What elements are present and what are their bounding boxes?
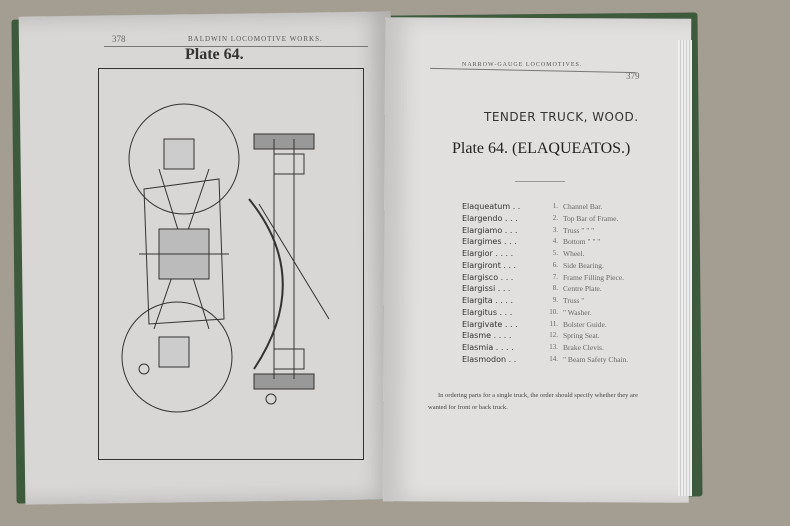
part-row: Elargitus . . . 10. " Washer. [462, 307, 628, 319]
part-code: Elargimes . . . [462, 237, 517, 247]
part-code: Elasmia . . . . [462, 343, 514, 352]
part-code: Elargendo . . . [462, 213, 518, 223]
part-code: Elargivate . . . [462, 319, 518, 329]
part-num: 12. [549, 331, 558, 340]
part-code: Elargior . . . . [462, 249, 514, 258]
part-num: 13. [549, 343, 558, 351]
part-row: Elargisco . . . 7. Frame Filling Piece. [462, 272, 628, 284]
part-num: 4. [552, 237, 558, 246]
part-row: Elargendo . . . 2. Top Bar of Frame. [462, 213, 628, 225]
part-desc: Side Bearing. [563, 260, 604, 270]
part-desc: " Washer. [563, 307, 592, 317]
part-code: Elargita . . . . [462, 296, 514, 305]
part-code: Elargissi . . . [462, 284, 511, 294]
part-desc: Channel Bar. [563, 202, 603, 211]
part-row: Elaqueatum . . 1. Channel Bar. [462, 201, 628, 213]
part-row: Elasmia . . . . 13. Brake Clevis. [462, 342, 628, 354]
section-title: TENDER TRUCK, WOOD. [484, 110, 639, 124]
part-code: Elasmodon . . [462, 354, 517, 364]
part-desc: Spring Seat. [563, 331, 600, 341]
part-desc: Bolster Guide. [563, 319, 607, 329]
right-running-head: NARROW-GAUGE LOCOMOTIVES. [462, 62, 583, 68]
tender-truck-drawing [121, 103, 330, 413]
part-num: 14. [549, 354, 558, 363]
part-desc: Brake Clevis. [563, 343, 604, 352]
plate-drawing [98, 68, 364, 460]
parts-list: Elaqueatum . . 1. Channel Bar. Elargendo . … [462, 201, 628, 366]
part-row: Elargimes . . . 4. Bottom " " " [462, 236, 628, 248]
divider [515, 181, 565, 182]
part-code: Elaqueatum . . [462, 202, 521, 211]
right-page-number: 379 [626, 71, 640, 81]
part-num: 9. [552, 296, 558, 304]
part-desc: Truss " " " [563, 225, 595, 235]
part-num: 1. [552, 202, 558, 210]
part-row: Elasme . . . . 12. Spring Seat. [462, 330, 628, 342]
part-desc: Truss " [563, 296, 585, 305]
left-running-head: BALDWIN LOCOMOTIVE WORKS. [188, 35, 323, 43]
part-code: Elargisco . . . [462, 272, 514, 282]
part-num: 10. [549, 307, 558, 316]
part-desc: Bottom " " " [563, 237, 601, 247]
part-row: Elargita . . . . 9. Truss " [462, 295, 628, 307]
part-code: Elasme . . . . [462, 331, 512, 341]
part-num: 8. [552, 284, 558, 293]
part-row: Elargissi . . . 8. Centre Plate. [462, 283, 628, 295]
part-num: 2. [552, 213, 558, 222]
part-desc: Frame Filling Piece. [563, 272, 625, 282]
part-row: Elargivate . . . 11. Bolster Guide. [462, 319, 628, 331]
left-page-number: 378 [112, 34, 126, 44]
part-row: Elasmodon . . 14. " Beam Safety Chain. [462, 354, 628, 366]
left-header-rule [104, 46, 368, 47]
plate-title: Plate 64. [185, 46, 244, 63]
part-row: Elargiamo . . . 3. Truss " " " [462, 225, 628, 237]
page-edges [678, 40, 692, 496]
part-code: Elargiront . . . [462, 260, 517, 270]
part-desc: Centre Plate. [563, 284, 602, 294]
part-desc: " Beam Safety Chain. [563, 354, 629, 364]
part-desc: Wheel. [563, 249, 585, 258]
part-code: Elargitus . . . [462, 307, 513, 317]
ordering-note: In ordering parts for a single truck, th… [428, 392, 638, 411]
part-num: 11. [549, 319, 559, 328]
part-desc: Top Bar of Frame. [563, 213, 619, 223]
part-row: Elargior . . . . 5. Wheel. [462, 248, 628, 260]
part-num: 5. [552, 249, 558, 257]
part-num: 7. [552, 272, 558, 281]
part-code: Elargiamo . . . [462, 225, 518, 235]
part-num: 6. [552, 260, 558, 269]
part-num: 3. [552, 225, 558, 234]
plate-heading: Plate 64. (ELAQUEATOS.) [452, 140, 631, 157]
part-row: Elargiront . . . 6. Side Bearing. [462, 260, 628, 272]
